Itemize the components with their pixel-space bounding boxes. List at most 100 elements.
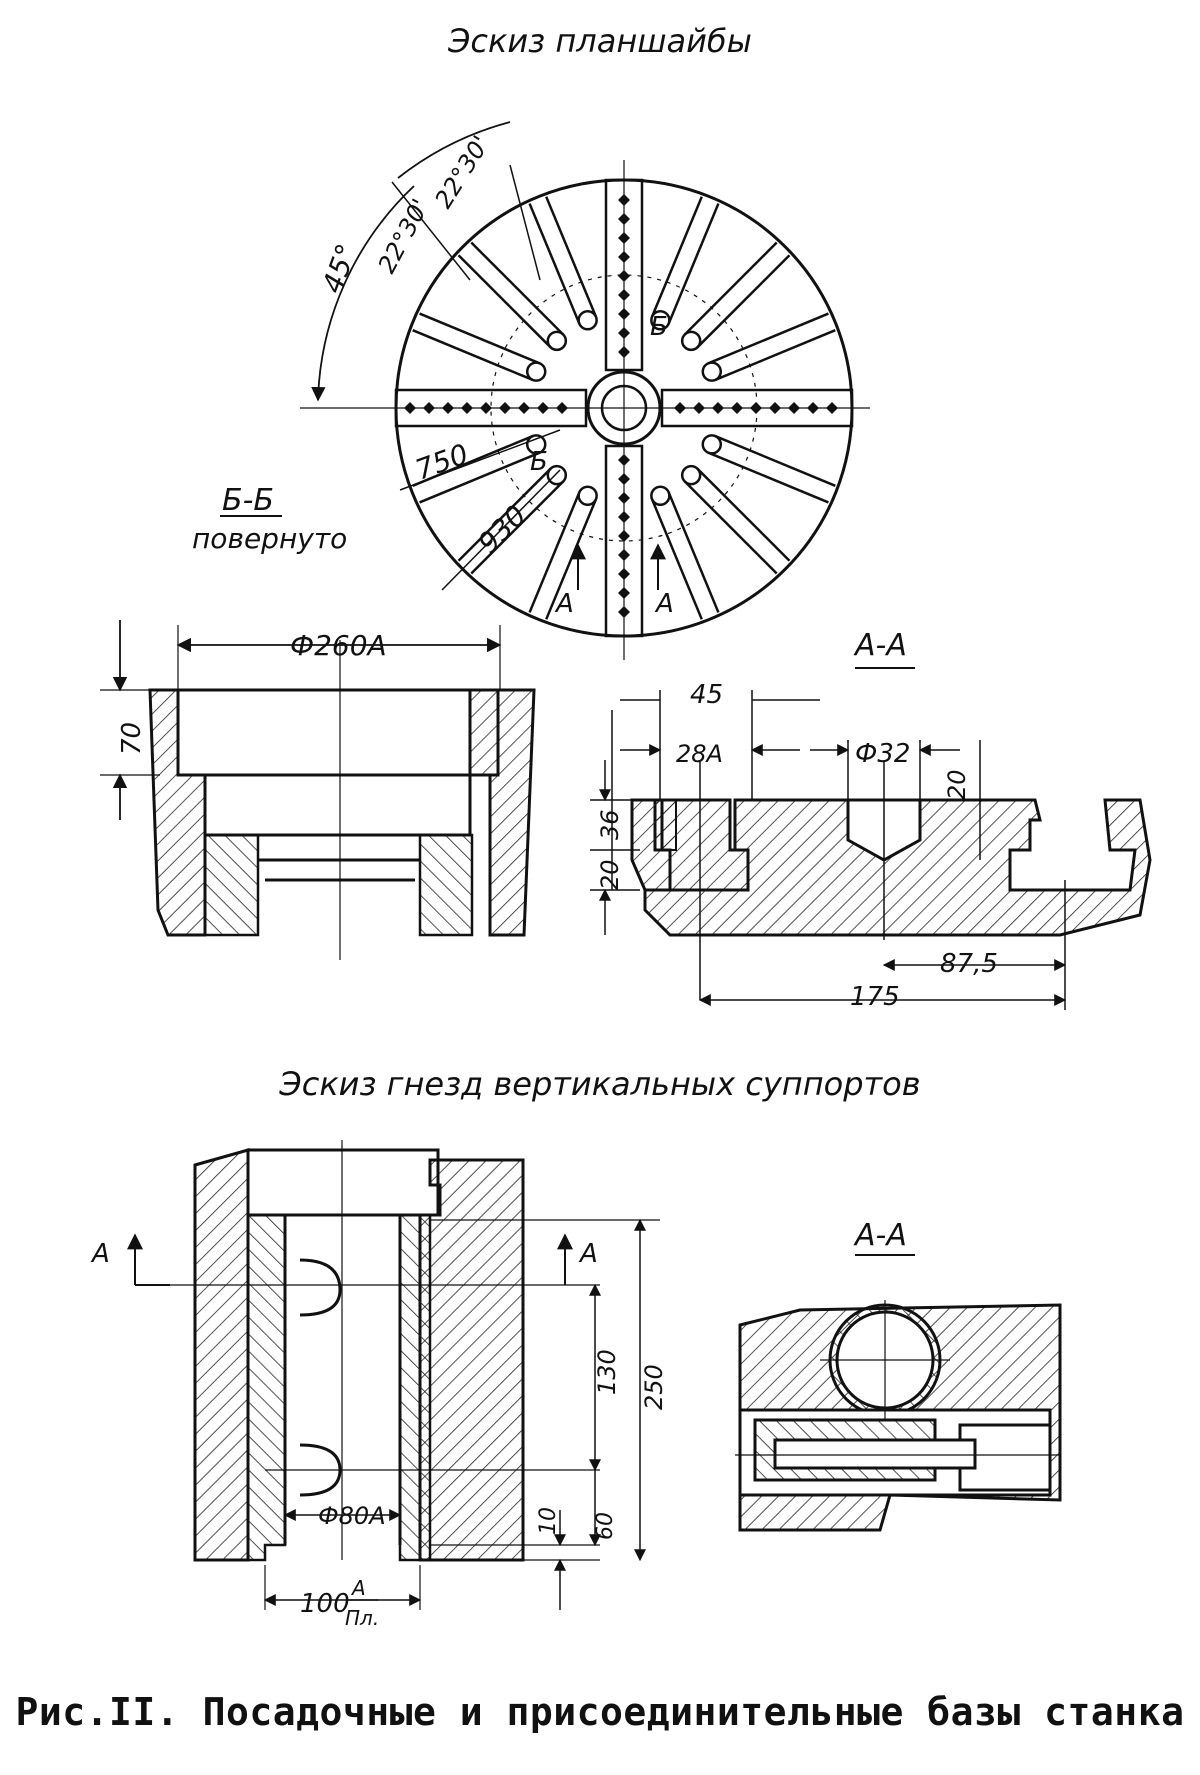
dim-20-bottom: 20: [596, 859, 624, 890]
slot-hole: [618, 606, 630, 618]
angle-22-30-b: 22°30': [429, 131, 495, 213]
mark-a-right: А: [578, 1239, 598, 1269]
radial-slot-end: [650, 309, 671, 331]
slot-hole: [537, 402, 549, 414]
radial-slot-end: [525, 361, 547, 382]
slot-hole: [618, 232, 630, 244]
slot-hole: [518, 402, 530, 414]
dim-250: 250: [640, 1364, 668, 1410]
faceplate: [300, 121, 870, 660]
radial-slot-edge: [667, 491, 720, 613]
figure-caption: Рис.II. Посадочные и присоединительные б…: [15, 1690, 1185, 1734]
slot-hole: [826, 402, 838, 414]
dim-36: 36: [596, 809, 624, 840]
section-bb: Б-Б повернуто Ф260А 70: [100, 483, 536, 960]
slot-hole: [618, 194, 630, 206]
dim-60: 60: [593, 1512, 618, 1540]
dim-130: 130: [593, 1349, 621, 1395]
radial-slot-end: [577, 309, 598, 331]
slot-hole: [618, 289, 630, 301]
slot-hole: [618, 473, 630, 485]
slot-hole: [461, 402, 473, 414]
section-aa-top: А-А: [590, 628, 1152, 1012]
dim-phi-32: Ф32: [855, 739, 910, 769]
radial-slot-end: [577, 485, 598, 507]
slot-hole: [618, 587, 630, 599]
faceplate-sketch-title: Эскиз планшайбы: [448, 22, 752, 60]
slot-hole: [618, 308, 630, 320]
radial-slot-edge: [457, 254, 552, 349]
slot-hole: [618, 251, 630, 263]
angle-45: 45°: [316, 239, 364, 297]
mark-a-left: А: [90, 1239, 110, 1269]
radial-slot-end: [546, 330, 568, 352]
slot-hole: [618, 346, 630, 358]
section-bb-title: Б-Б: [222, 483, 274, 518]
slot-hole: [618, 270, 630, 282]
dim-100: 100: [300, 1589, 350, 1619]
dim-45: 45: [690, 680, 723, 710]
slot-hole: [618, 568, 630, 580]
radial-slot-edge: [528, 203, 581, 325]
dim-phi-260a: Ф260А: [290, 629, 387, 662]
slot-hole: [480, 402, 492, 414]
radial-slot-edge: [707, 451, 829, 504]
slot-hole: [618, 492, 630, 504]
radial-slot-end: [701, 434, 723, 455]
radial-slots: [412, 196, 836, 620]
slot-holes: [404, 194, 838, 618]
slot-hole: [693, 402, 705, 414]
slot-hole: [404, 402, 416, 414]
radial-slot-end: [650, 485, 671, 507]
dim-28a: 28А: [676, 740, 723, 768]
slot-hole: [769, 402, 781, 414]
slot-hole: [442, 402, 454, 414]
radial-slot-edge: [528, 491, 581, 613]
angle-22-30-a: 22°30': [373, 194, 435, 278]
slot-hole: [618, 511, 630, 523]
slot-hole: [499, 402, 511, 414]
section-aa-bottom: А-А: [735, 1218, 1062, 1532]
radial-slot-edge: [696, 467, 791, 562]
radial-slot-edge: [470, 241, 565, 336]
slot-hole: [712, 402, 724, 414]
radial-slot-end: [701, 361, 723, 382]
radial-slot-edge: [667, 203, 720, 325]
radial-slot-edge: [714, 434, 836, 487]
mark-b-bottom: Б: [530, 447, 548, 477]
radial-slot-edge: [457, 467, 552, 562]
slot-hole: [618, 327, 630, 339]
radial-slot-edge: [696, 254, 791, 349]
radial-slot-edge: [650, 498, 703, 620]
slot-hole: [750, 402, 762, 414]
slot-hole: [423, 402, 435, 414]
section-aa-top-title: А-А: [853, 628, 907, 663]
dim-175: 175: [850, 982, 900, 1012]
radial-slot-edge: [707, 312, 829, 365]
slot-hole: [618, 549, 630, 561]
dim-750: 750: [411, 437, 473, 486]
radial-slot-edge: [419, 312, 541, 365]
mark-a-left: А: [554, 589, 574, 619]
section-bb-subtitle: повернуто: [192, 522, 347, 555]
dim-10: 10: [536, 1507, 561, 1535]
slot-hole: [618, 454, 630, 466]
radial-slot-edge: [683, 241, 778, 336]
fit-denominator: Пл.: [345, 1606, 379, 1630]
radial-slot-end: [680, 464, 702, 486]
mark-b-top: Б: [650, 312, 668, 342]
radial-slot-end: [525, 434, 547, 455]
dim-phi-80a: Ф80А: [318, 1502, 386, 1530]
slot-hole: [788, 402, 800, 414]
radial-slot-edge: [545, 196, 598, 318]
slot-hole: [556, 402, 568, 414]
slot-hole: [674, 402, 686, 414]
dim-87-5: 87,5: [940, 949, 998, 979]
dim-70: 70: [117, 722, 147, 755]
slot-hole: [618, 213, 630, 225]
radial-slot-edge: [419, 451, 541, 504]
support-sockets-view: А А 130 250 10 60 Ф80А 100 А Пл.: [90, 1140, 668, 1630]
radial-slot-edge: [470, 480, 565, 575]
